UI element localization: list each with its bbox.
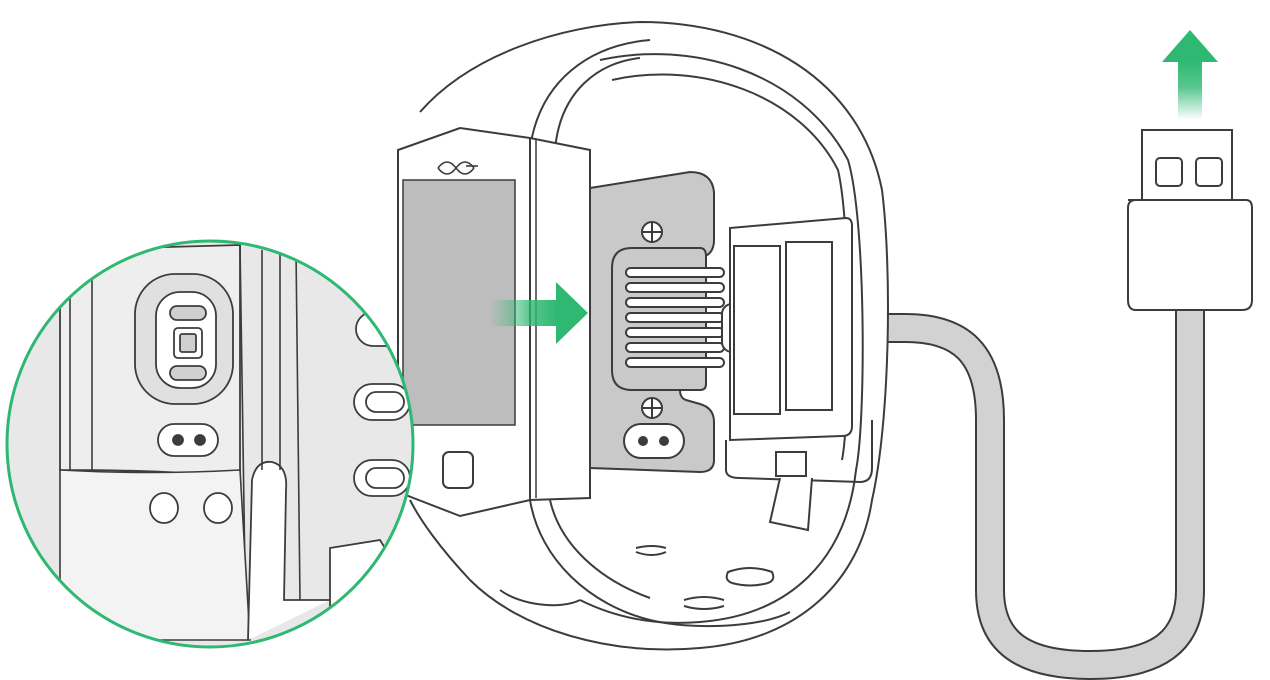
heart-rate-sensor	[134, 273, 234, 405]
charging-contacts	[149, 423, 233, 524]
arrow-right-icon	[490, 282, 588, 344]
usb-plug	[1127, 129, 1253, 311]
charging-clip	[589, 170, 747, 474]
sensor-detail-inset	[5, 239, 415, 649]
brand-logo-icon	[437, 161, 478, 175]
usb-cable	[740, 300, 1205, 680]
contact-plate	[725, 216, 873, 532]
connector-ribs	[625, 267, 725, 368]
home-button-icon	[442, 451, 474, 489]
arrow-up-icon	[1162, 30, 1218, 120]
